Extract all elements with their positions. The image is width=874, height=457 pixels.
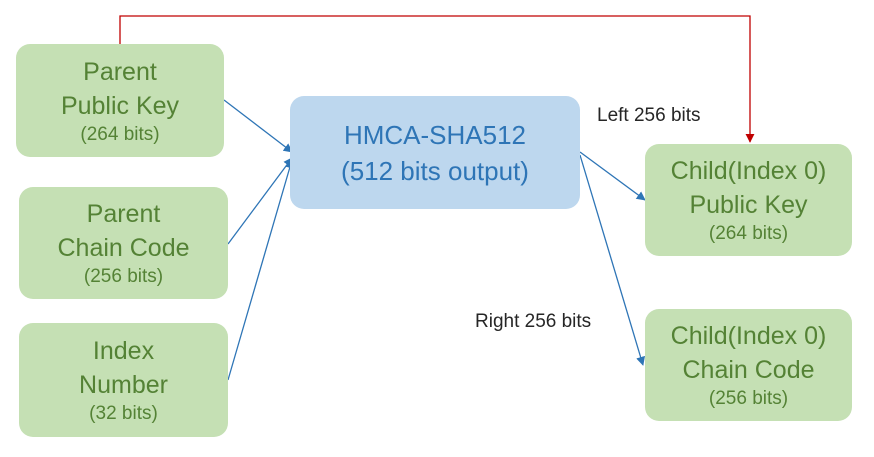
arrow-parent-public-key-to-hmac bbox=[223, 99, 293, 153]
arrow-parent-chain-code-to-hmac bbox=[227, 157, 293, 245]
child-public-key-box: Child(Index 0) Public Key (264 bits) bbox=[645, 144, 852, 256]
child-public-key-line2: Public Key bbox=[689, 191, 808, 219]
hmac-sha512-box: HMCA-SHA512 (512 bits output) bbox=[290, 96, 580, 209]
arrow-hmac-to-child-chain-code bbox=[579, 154, 646, 366]
arrow-hmac-to-child-public-key bbox=[579, 151, 646, 201]
hmac-title: HMCA-SHA512 bbox=[343, 119, 527, 150]
child-chain-code-line2: Chain Code bbox=[682, 356, 815, 384]
parent-public-key-line2: Public Key bbox=[60, 91, 180, 120]
arrow-parent-public-key-to-child-public-key bbox=[119, 15, 755, 143]
arrow-index-number-to-hmac bbox=[227, 159, 295, 381]
parent-public-key-bits: (264 bits) bbox=[80, 123, 160, 145]
parent-public-key-line1: Parent bbox=[83, 57, 157, 86]
left-256-bits-label: Left 256 bits bbox=[597, 105, 701, 126]
index-number-line1: Index bbox=[92, 337, 155, 365]
parent-chain-code-bits: (256 bits) bbox=[83, 266, 164, 287]
parent-public-key-box: Parent Public Key (264 bits) bbox=[16, 44, 224, 157]
index-number-box: Index Number (32 bits) bbox=[19, 323, 228, 437]
parent-chain-code-line1: Parent bbox=[86, 200, 161, 228]
child-public-key-line1: Child(Index 0) bbox=[670, 157, 827, 185]
index-number-line2: Number bbox=[79, 371, 168, 399]
parent-chain-code-box: Parent Chain Code (256 bits) bbox=[19, 187, 228, 299]
child-chain-code-bits: (256 bits) bbox=[708, 388, 789, 409]
child-public-key-bits: (264 bits) bbox=[708, 223, 789, 244]
right-256-bits-label: Right 256 bits bbox=[475, 311, 592, 332]
child-chain-code-line1: Child(Index 0) bbox=[670, 322, 827, 350]
index-number-bits: (32 bits) bbox=[89, 403, 158, 424]
parent-chain-code-line2: Chain Code bbox=[57, 234, 190, 262]
child-chain-code-box: Child(Index 0) Chain Code (256 bits) bbox=[645, 309, 852, 421]
hmac-output: (512 bits output) bbox=[341, 155, 529, 186]
